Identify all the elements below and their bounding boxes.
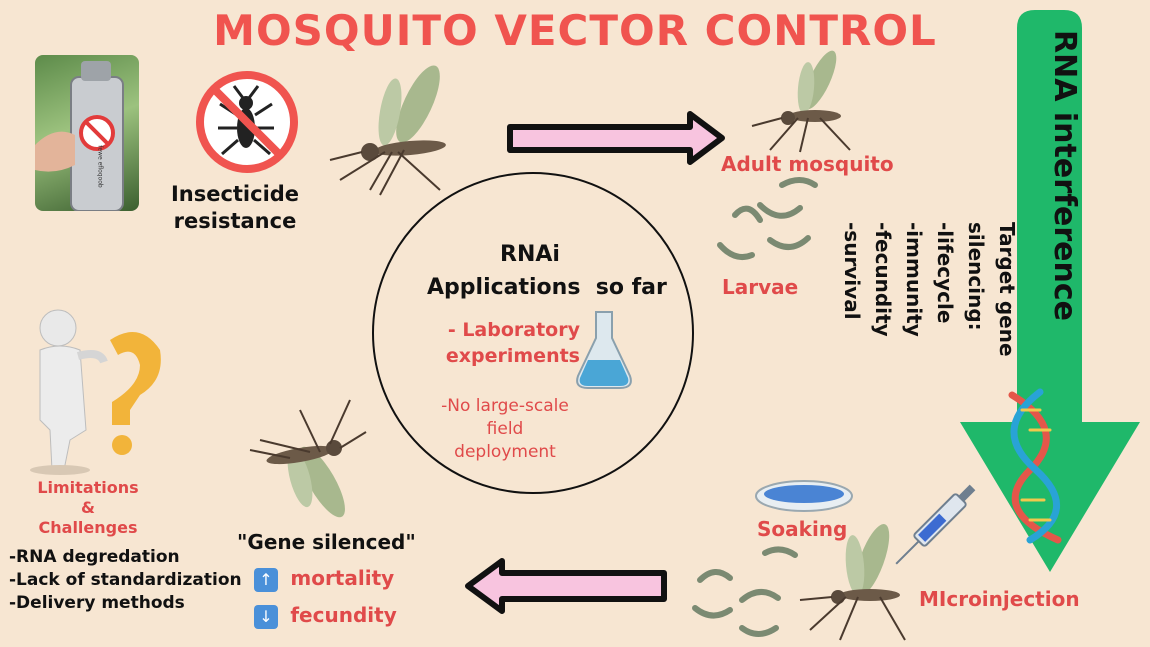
question-figure-icon: [30, 309, 161, 475]
field-line2: field: [486, 419, 524, 439]
pink-arrow-right: [507, 111, 725, 165]
target-gene-list: Target gene silencing: -lifecycle -immun…: [840, 222, 1022, 357]
gene-silenced-label: "Gene silenced": [237, 530, 416, 554]
spray-can-illustration: [35, 61, 124, 211]
rnai-heading-1: RNAi: [500, 242, 560, 267]
lab-line2: experiments: [445, 345, 580, 367]
no-insect-sign-icon: [196, 71, 298, 173]
larvae-label: Larvae: [722, 275, 799, 299]
lab-line1: - Laboratory: [447, 319, 580, 341]
fecundity-row: ↓ fecundity: [254, 603, 397, 629]
field-deployment: -No large-scale field deployment: [430, 395, 580, 464]
list-item: -RNA degredation: [9, 547, 180, 567]
larvae-bottom-icon: [692, 546, 798, 637]
mosquito-top-icon: [329, 65, 446, 196]
dna-helix-icon: [1008, 388, 1062, 544]
soaking-label: Soaking: [757, 517, 848, 541]
limitations-line2: &: [81, 498, 95, 517]
target-line: -lifecycle: [933, 222, 957, 324]
mortality-row: ↑ mortality: [254, 566, 394, 592]
microinjection-label: MIcroinjection: [919, 587, 1080, 611]
pink-arrow-left: [465, 558, 667, 614]
adult-mosquito-icon: [751, 50, 851, 153]
target-line: -fecundity: [871, 222, 895, 337]
insect-spray-photo: fewe efloqoob: [35, 55, 139, 211]
list-item: -Lack of standardization: [9, 570, 242, 590]
target-line: -immunity: [902, 222, 926, 337]
down-arrow-icon: ↓: [254, 605, 278, 629]
list-item: -Delivery methods: [9, 593, 185, 613]
limitations-list: -RNA degredation -Lack of standardizatio…: [9, 546, 242, 615]
rnai-heading-2: Applications so far: [427, 275, 667, 300]
limitations-heading: Limitations & Challenges: [28, 478, 148, 538]
microinjection-mosquito-icon: [799, 524, 906, 641]
target-line: -survival: [840, 222, 864, 320]
insecticide-label: Insecticide resistance: [160, 181, 310, 235]
larvae-icon: [717, 177, 818, 260]
fecundity-label: fecundity: [290, 603, 397, 627]
field-line3: deployment: [454, 442, 556, 462]
limitations-line3: Challenges: [38, 518, 138, 537]
silenced-mosquito-icon: [249, 399, 367, 518]
mortality-label: mortality: [290, 566, 395, 590]
insecticide-line1: Insecticide: [170, 182, 300, 206]
insecticide-line2: resistance: [173, 209, 297, 233]
syringe-icon: [895, 484, 976, 565]
target-line: Target gene: [995, 222, 1019, 357]
petri-dish-icon: [755, 480, 853, 512]
target-line: silencing:: [964, 222, 988, 331]
rnai-applications-circle: [372, 172, 694, 494]
adult-mosquito-label: Adult mosquito: [721, 152, 894, 176]
up-arrow-icon: ↑: [254, 568, 278, 592]
limitations-line1: Limitations: [37, 478, 139, 497]
page-title: MOSQUITO VECTOR CONTROL: [213, 6, 937, 55]
lab-experiments: - Laboratory experiments: [440, 317, 580, 369]
field-line1: -No large-scale: [441, 396, 569, 416]
rna-interference-arrow: [960, 10, 1140, 572]
rna-interference-title: RNA interference: [1047, 30, 1082, 322]
